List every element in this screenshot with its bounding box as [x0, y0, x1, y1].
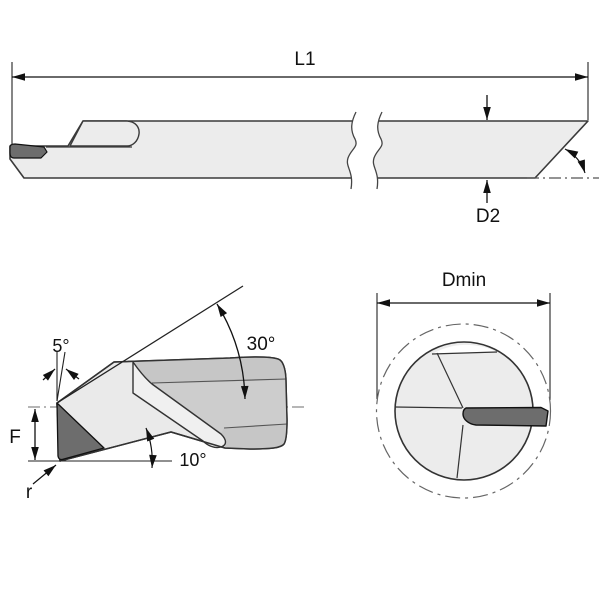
dim-label-r: r: [26, 482, 33, 503]
dim-label-d2: D2: [476, 206, 500, 227]
break-mask: [347, 112, 383, 189]
dim-label-f: F: [9, 427, 21, 448]
grind-line-lower: [456, 424, 464, 479]
insert-detail: [56, 402, 105, 461]
rake-angle-arc: [216, 303, 249, 400]
clearance-arrow-left: [42, 368, 56, 381]
side-view: L1 D2: [9, 49, 599, 227]
break-line-right: [372, 111, 383, 190]
grind-line-left: [394, 406, 463, 409]
detail-view: 30° 5° F r 10°: [9, 285, 307, 503]
dim-label-10deg: 10°: [179, 450, 206, 470]
rake-line: [56, 285, 244, 404]
top-flat-cut: [432, 344, 497, 354]
break-line-left: [346, 111, 357, 190]
shank-divider-lower: [223, 423, 288, 429]
clearance-line-slanted: [56, 351, 66, 402]
clearance-arrow-right: [65, 368, 80, 380]
head-tab: [69, 120, 140, 147]
dim-label-l1: L1: [294, 49, 315, 70]
insert-end: [462, 406, 549, 427]
bar-body: [9, 120, 589, 179]
tip-body-outline: [56, 356, 288, 462]
dim-label-30deg: 30°: [247, 334, 276, 355]
dim-label-dmin: Dmin: [442, 270, 486, 291]
flute-groove: [132, 361, 227, 449]
dmin-circle: [375, 323, 552, 499]
end-clearance-arc: [145, 427, 157, 469]
dim-label-5deg: 5°: [52, 336, 69, 356]
chamfer-angle-arc: [564, 148, 586, 174]
r-leader-arrow: [32, 464, 57, 485]
end-view: Dmin: [375, 270, 552, 499]
flat-chord-line: [431, 351, 498, 355]
insert-side: [9, 143, 48, 159]
shank-mid-band: [152, 380, 287, 434]
grind-line-upper: [436, 352, 464, 409]
